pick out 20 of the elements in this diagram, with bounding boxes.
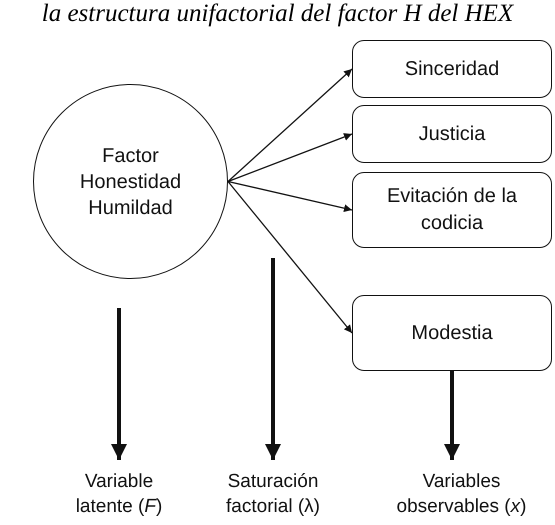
- title: la estructura unifactorial del factor H del HEX: [40, 0, 515, 28]
- arrow: [228, 68, 352, 182]
- node-label: Modestia: [411, 320, 493, 346]
- node-label: Evitación de la codicia: [386, 184, 518, 236]
- arrow: [228, 181, 352, 334]
- annotation-text: Variable latente (F): [54, 468, 184, 522]
- indicator-box: [352, 40, 552, 98]
- arrow: [228, 133, 352, 182]
- node-label: Factor Honestidad Humildad: [78, 144, 182, 220]
- indicator-box: [352, 172, 552, 248]
- arrow: [111, 308, 127, 460]
- node-label: Justicia: [418, 122, 486, 146]
- arrow: [228, 180, 352, 212]
- indicator-box: [352, 105, 552, 163]
- indicator-box: [352, 295, 552, 371]
- arrow: [265, 258, 281, 460]
- arrow: [444, 371, 460, 460]
- annotation-text: Variables observables (x): [374, 468, 549, 522]
- node-label: Sinceridad: [404, 56, 500, 82]
- annotation-text: Saturación factorial (λ): [203, 468, 343, 522]
